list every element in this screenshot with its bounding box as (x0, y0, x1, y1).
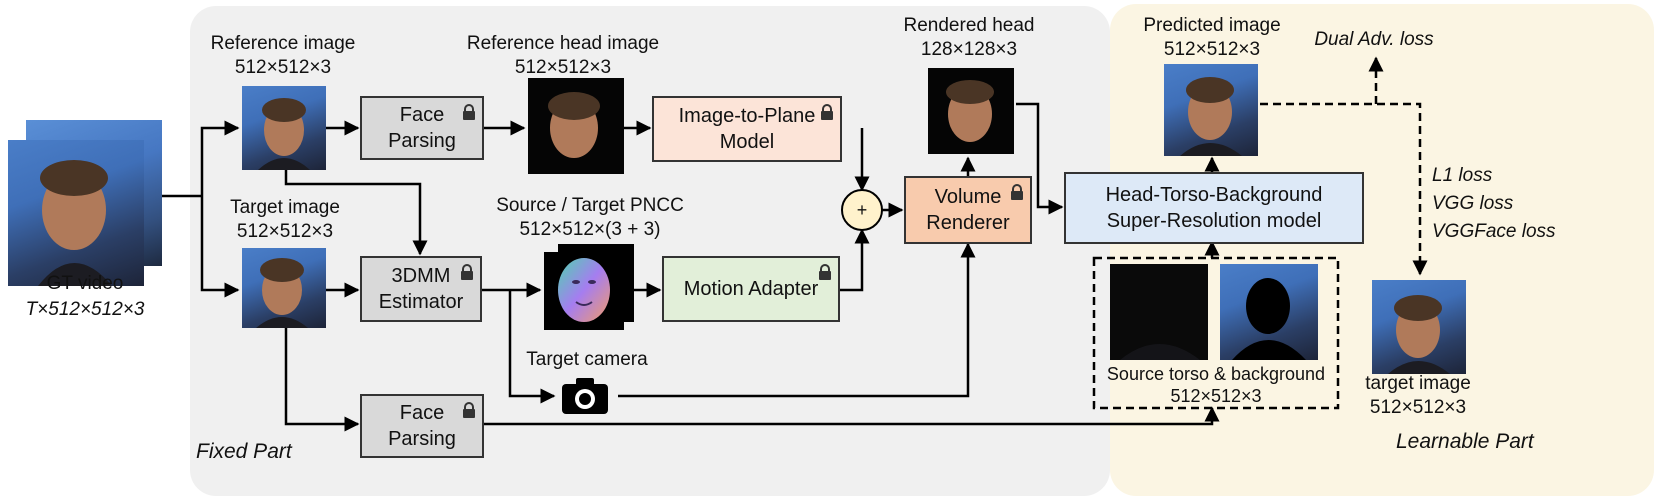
camera-icon (562, 378, 608, 414)
lock-icon (819, 264, 831, 280)
volume-renderer-box: Volume Renderer (904, 176, 1032, 244)
predicted-image-dims: 512×512×3 (1163, 39, 1261, 60)
learnable-part-label: Learnable Part (1396, 430, 1534, 453)
sum-node-label: + (856, 200, 868, 220)
reference-image-label: Reference image (210, 33, 356, 54)
target-image-gt-dims: 512×512×3 (1369, 397, 1467, 418)
sum-node (841, 189, 883, 231)
dual-adv-loss-label: Dual Adv. loss (1314, 29, 1434, 50)
source-torso-bg-box (1092, 256, 1340, 410)
edge-camera-to-vr (618, 242, 976, 398)
face-thumbnail (38, 160, 112, 286)
edge-parsing2-to-torso (480, 406, 1220, 426)
edge-rendered-to-sr (1016, 102, 1064, 215)
fixed-part-label: Fixed Part (196, 440, 292, 463)
target-image (242, 248, 326, 328)
rendered-head-label: Rendered head (903, 15, 1035, 36)
source-torso-bg-dims: 512×512×3 (1170, 386, 1262, 406)
edge-ref-to-3dmm (284, 170, 428, 256)
source-torso-bg-label: Source torso & background (1106, 364, 1326, 384)
edge-3dmm-to-camera (508, 290, 556, 404)
source-background-image (1220, 264, 1318, 360)
motion-adapter-box: Motion Adapter (662, 256, 840, 322)
face-parsing-line1: Face (399, 104, 445, 126)
vr-line2: Renderer (926, 212, 1010, 234)
pncc-dims: 512×512×(3 + 3) (519, 219, 661, 240)
face-parsing-box: Face Parsing (360, 96, 484, 160)
l1-loss-label: L1 loss (1432, 165, 1493, 186)
lock-icon (461, 264, 473, 280)
lock-icon (1011, 184, 1023, 200)
gt-video-frame-front (8, 140, 144, 286)
face-parsing2-line1: Face (399, 402, 445, 424)
reference-head-image (528, 78, 624, 174)
pncc-map-front (544, 252, 624, 330)
vgg-loss-label: VGG loss (1432, 193, 1514, 214)
gt-video-dims: T×512×512×3 (25, 299, 145, 320)
gt-video-label: GT video (46, 273, 124, 294)
edge-to-target (200, 196, 240, 298)
target-camera-label: Target camera (526, 349, 648, 370)
image-to-plane-box: Image-to-Plane Model (652, 96, 842, 162)
lock-icon (463, 402, 475, 418)
i2p-line1: Image-to-Plane (678, 105, 816, 127)
pncc-label: Source / Target PNCC (496, 195, 684, 216)
i2p-line2: Model (719, 131, 775, 153)
target-image-label: Target image (230, 197, 340, 218)
face-parsing-box-2: Face Parsing (360, 394, 484, 458)
lock-icon (821, 104, 833, 120)
vggface-loss-label: VGGFace loss (1432, 221, 1556, 242)
motion-adapter-label: Motion Adapter (683, 278, 819, 300)
sr-line1: Head-Torso-Background (1105, 184, 1323, 206)
edge-predicted-to-losses (1260, 102, 1428, 276)
reference-image (242, 86, 326, 170)
3dmm-line2: Estimator (378, 291, 464, 313)
super-resolution-box: Head-Torso-Background Super-Resolution m… (1064, 172, 1364, 244)
3dmm-line1: 3DMM (391, 265, 451, 287)
edge-to-reference (200, 120, 240, 196)
rendered-head-dims: 128×128×3 (920, 39, 1018, 60)
vr-line1: Volume (934, 186, 1002, 208)
sr-line2: Super-Resolution model (1106, 210, 1322, 232)
face-parsing-line2: Parsing (388, 130, 456, 152)
rendered-head-image (928, 68, 1014, 154)
reference-image-dims: 512×512×3 (234, 57, 332, 78)
face-parsing2-line2: Parsing (388, 428, 456, 450)
target-image-gt-label: target image (1365, 373, 1471, 394)
source-torso-image (1110, 264, 1208, 360)
target-image-dims: 512×512×3 (236, 221, 334, 242)
edge-motion-to-plus (838, 228, 870, 292)
reference-head-dims: 512×512×3 (514, 57, 612, 78)
edge-target-to-parsing2 (284, 328, 360, 432)
target-image-gt (1372, 280, 1466, 374)
3dmm-estimator-box: 3DMM Estimator (360, 256, 482, 322)
predicted-image (1164, 64, 1258, 156)
lock-icon (463, 104, 475, 120)
predicted-image-label: Predicted image (1143, 15, 1281, 36)
reference-head-label: Reference head image (466, 33, 660, 54)
